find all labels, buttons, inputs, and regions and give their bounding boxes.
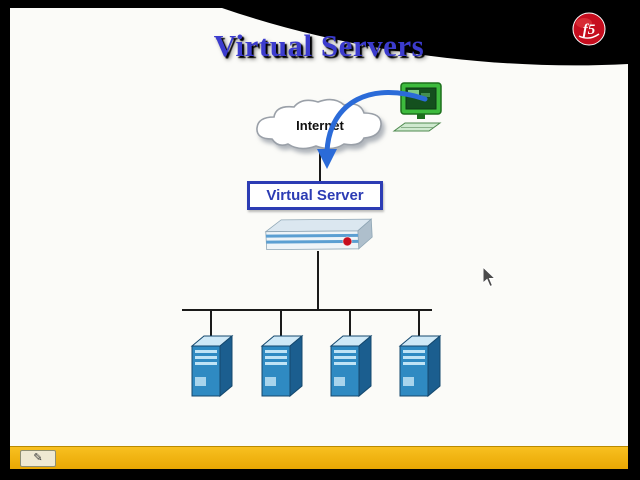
internet-cloud-icon (256, 98, 382, 150)
server-icon (398, 334, 442, 398)
virtual-server-box: Virtual Server (247, 181, 383, 210)
lan-bus-line (182, 309, 432, 311)
f5-logo-text: f5 (583, 22, 596, 38)
virtual-server-label: Virtual Server (266, 187, 364, 204)
connector-cloud-to-virtual-server (319, 151, 321, 182)
server-drop-line (210, 310, 212, 336)
connector-virtual-server-to-lan (317, 251, 319, 310)
bigip-appliance-icon (264, 218, 373, 251)
server-icon (190, 334, 234, 398)
traffic-flow-arrow-icon (317, 90, 428, 169)
page-title: Virtual Servers (213, 28, 425, 63)
server-icon (260, 334, 304, 398)
server-drop-line (349, 310, 351, 336)
slide-area[interactable]: Virtual Servers f5 Internet (10, 8, 628, 446)
bottom-bar: ✎ (10, 446, 628, 469)
f5-logo-icon: f5 (572, 12, 606, 46)
pen-tool-button[interactable]: ✎ (20, 450, 56, 467)
pen-icon: ✎ (33, 452, 43, 464)
server-drop-line (418, 310, 420, 336)
top-swoosh-decoration (222, 8, 628, 66)
server-drop-line (280, 310, 282, 336)
server-icon (329, 334, 373, 398)
mouse-cursor-icon (483, 267, 497, 288)
